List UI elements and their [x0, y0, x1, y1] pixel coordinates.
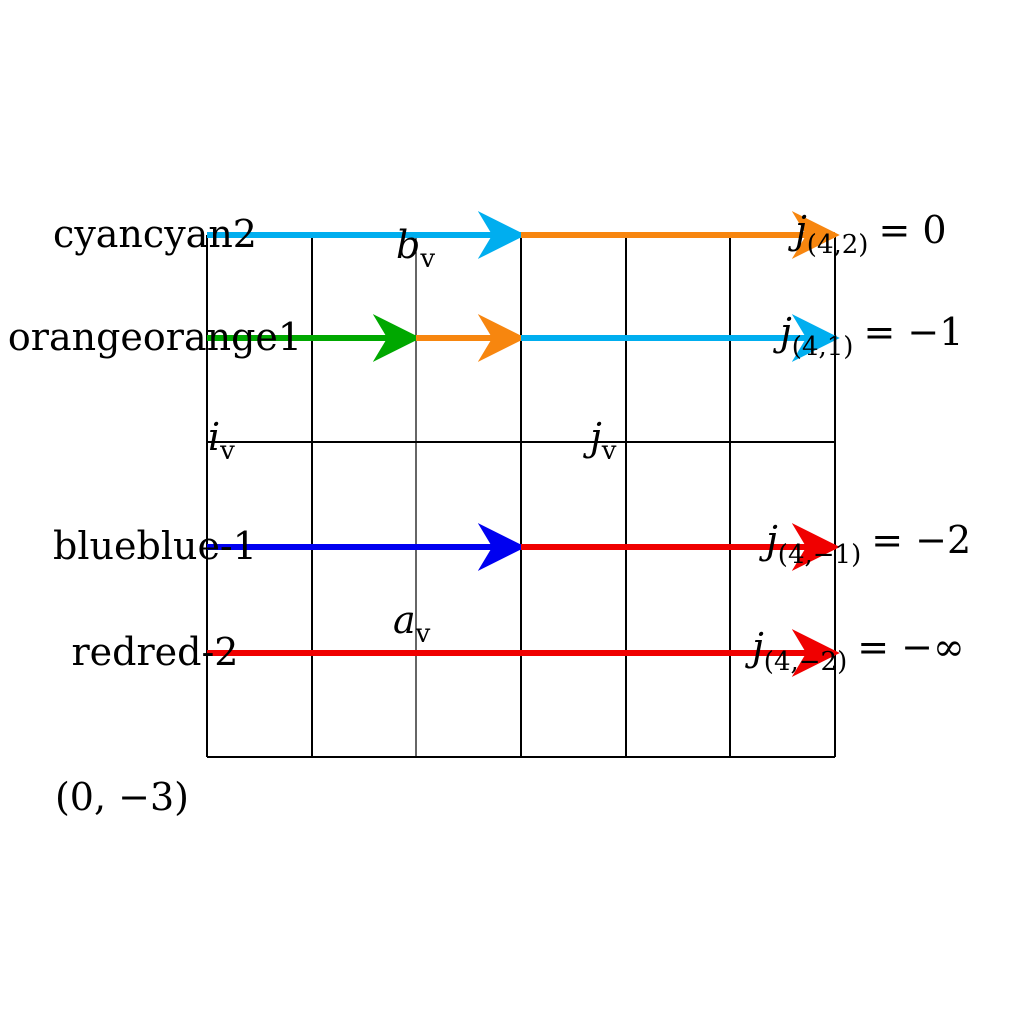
grid	[206, 235, 836, 758]
row-label-red: redred-2	[72, 630, 239, 674]
output-eq-4-sub: (4,−2)	[764, 647, 847, 677]
vertex-label-i-sub: v	[219, 436, 235, 466]
vertex-label-a-sub: v	[415, 619, 431, 649]
output-eq-3-rhs: = −2	[871, 518, 971, 562]
output-eq-3-base: j	[759, 518, 778, 562]
output-eq-1-base: j	[788, 208, 807, 252]
origin-label: (0, −3)	[55, 775, 189, 819]
vertex-label-b-base: b	[396, 223, 420, 267]
vertex-label-i: iv	[208, 415, 235, 466]
row-label-cyan: cyancyan2	[53, 212, 257, 256]
vertex-label-a-base: a	[393, 598, 416, 642]
output-eq-2-rhs: = −1	[863, 310, 963, 354]
output-eq-1: j(4,2) = 0	[788, 208, 947, 260]
vertex-label-j-base: j	[583, 415, 602, 459]
vertex-label-i-base: i	[208, 415, 220, 459]
vertex-label-a: av	[393, 598, 431, 649]
vertex-label-b: bv	[396, 223, 435, 274]
vertex-label-j-sub: v	[601, 436, 617, 466]
vertex-label-b-sub: v	[419, 244, 435, 274]
output-eq-2-base: j	[773, 310, 792, 354]
output-eq-1-sub: (4,2)	[807, 230, 869, 260]
output-eq-4-rhs: = −∞	[857, 625, 964, 669]
row-label-orange: orangeorange1	[8, 315, 302, 359]
row-label-blue: blueblue-1	[53, 524, 257, 568]
output-eq-4-base: j	[745, 625, 764, 669]
output-eq-2-sub: (4,1)	[792, 332, 854, 362]
output-eq-3: j(4,−1) = −2	[759, 518, 971, 570]
output-eq-3-sub: (4,−1)	[778, 540, 861, 570]
output-eq-1-rhs: = 0	[878, 208, 946, 252]
output-eq-2: j(4,1) = −1	[773, 310, 963, 362]
vertex-label-j: jv	[583, 415, 617, 466]
output-eq-4: j(4,−2) = −∞	[745, 625, 965, 677]
arrows	[207, 211, 840, 677]
